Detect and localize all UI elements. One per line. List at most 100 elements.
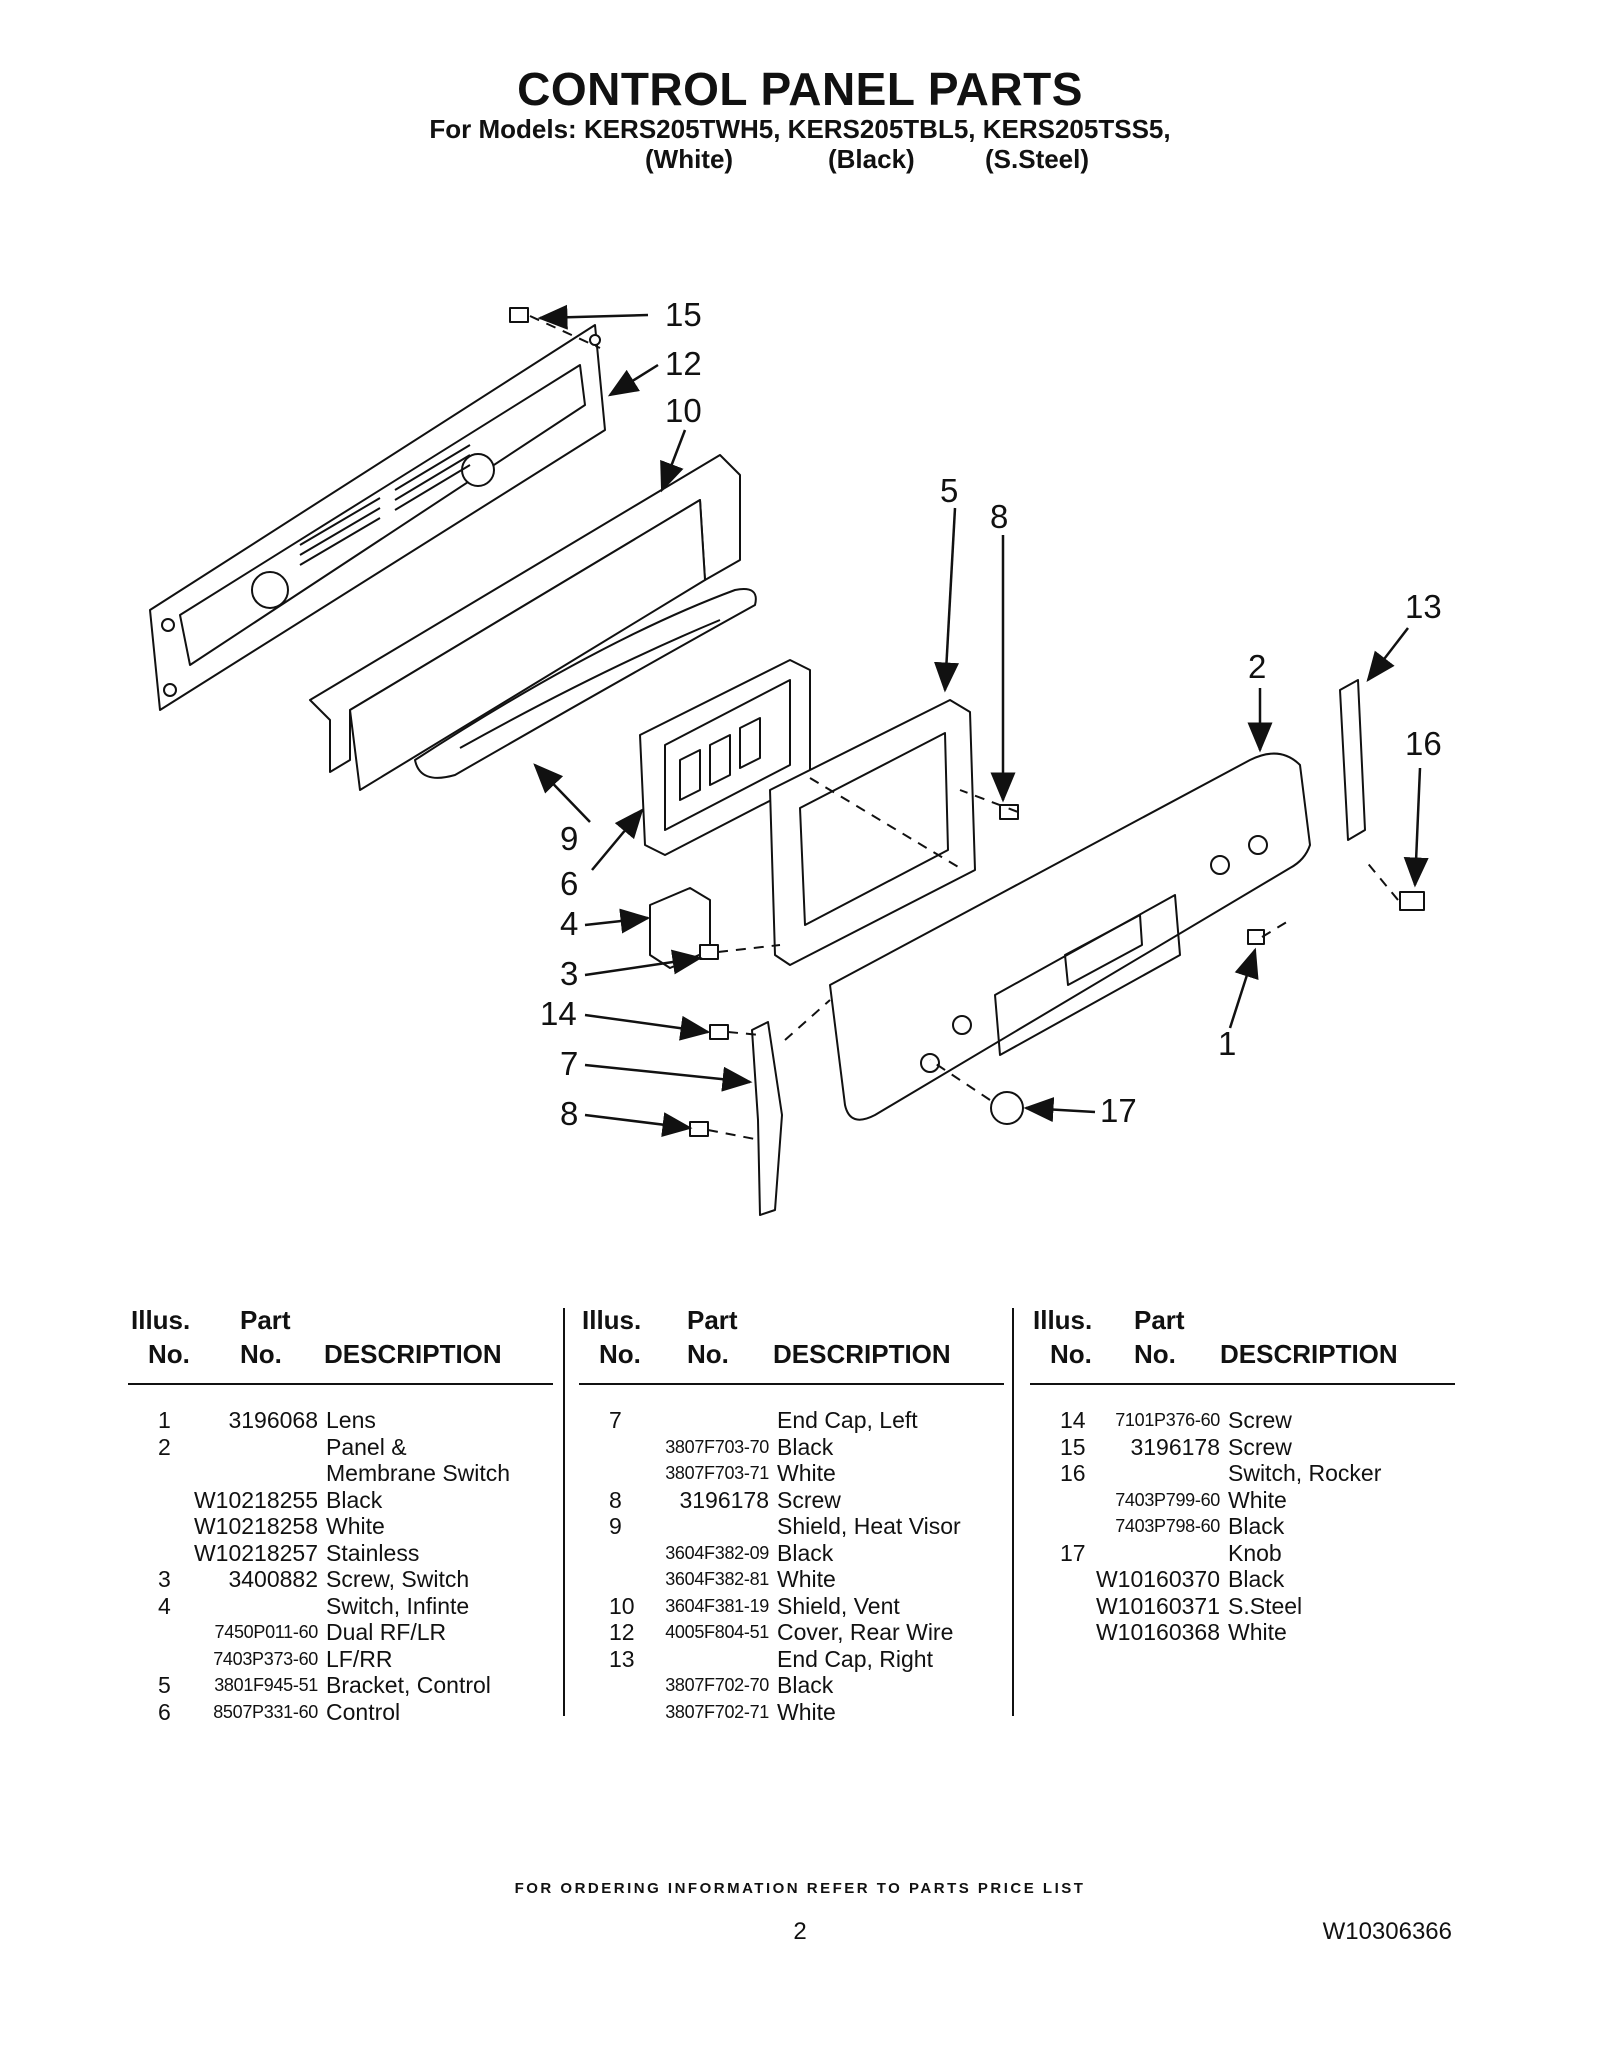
description-header: DESCRIPTION (1220, 1339, 1398, 1369)
exploded-parts-diagram: 15 12 10 5 8 13 2 16 9 6 4 3 14 7 8 1 17 (149, 296, 1442, 1216)
part-header: Part (687, 1305, 738, 1335)
control-bracket-part (769, 699, 976, 966)
part-header: Part (240, 1305, 291, 1335)
illus-header: Illus. (1033, 1305, 1093, 1335)
part-no-header: No. (687, 1339, 729, 1369)
part-number: 3400882 (228, 1566, 318, 1592)
description: Knob (1228, 1539, 1282, 1566)
part-number: 7403P798-60 (1115, 1516, 1220, 1536)
table-row: 7403P373-60 LF/RR (128, 1646, 553, 1673)
description: LF/RR (326, 1645, 393, 1672)
description: Black (777, 1672, 834, 1698)
rear-wire-cover-part (149, 324, 606, 711)
illus-no-header: No. (148, 1339, 190, 1369)
description: Screw (1228, 1407, 1292, 1433)
table-header: Illus. Part No. No. DESCRIPTION (1030, 1305, 1455, 1385)
part-number: W10218257 (193, 1539, 318, 1566)
vent-shield-part (309, 454, 741, 791)
illus-number: 13 (609, 1645, 635, 1672)
callout-10: 10 (665, 392, 702, 429)
finish-black: (Black) (828, 144, 915, 174)
table-row: 3807F702-70 Black (579, 1672, 1004, 1699)
callout-8-top: 8 (990, 498, 1008, 535)
part-number: W10160370 (1095, 1566, 1220, 1592)
part-number: 7403P373-60 (213, 1648, 318, 1669)
part-number: 7101P376-60 (1115, 1410, 1220, 1430)
table-row: W10160370 Black (1030, 1566, 1455, 1593)
part-number: 4005F804-51 (665, 1622, 769, 1642)
finish-white: (White) (645, 144, 734, 174)
table-row: 1 3196068 Lens (128, 1407, 553, 1434)
table-row: W10218258 White (128, 1513, 553, 1540)
illus-number: 3 (158, 1566, 171, 1592)
callout-5: 5 (940, 472, 958, 509)
callout-1: 1 (1218, 1025, 1236, 1062)
part-number: 3196068 (228, 1407, 318, 1433)
part-header: Part (1134, 1305, 1185, 1335)
illus-number: 8 (609, 1486, 622, 1513)
description: White (1228, 1486, 1287, 1513)
illus-number: 2 (158, 1433, 171, 1460)
left-end-cap-part (751, 1021, 783, 1216)
table-row: 17 Knob (1030, 1540, 1455, 1567)
part-number: 3807F702-71 (665, 1701, 769, 1722)
part-number: 3807F702-70 (665, 1675, 769, 1695)
description: Black (777, 1539, 834, 1566)
description-header: DESCRIPTION (773, 1339, 951, 1369)
callout-15: 15 (665, 296, 702, 333)
callout-4: 4 (560, 905, 578, 942)
illus-header: Illus. (582, 1305, 642, 1335)
illus-number: 10 (609, 1592, 635, 1619)
illus-no-header: No. (1050, 1339, 1092, 1369)
description: Black (1228, 1566, 1285, 1592)
illus-number: 15 (1060, 1433, 1086, 1460)
description: Switch, Rocker (1228, 1460, 1382, 1486)
description: Screw, Switch (326, 1566, 470, 1592)
description: Lens (326, 1407, 376, 1433)
description: Screw (777, 1486, 841, 1513)
table-row: 3807F703-71 White (579, 1460, 1004, 1487)
callout-13: 13 (1405, 588, 1442, 625)
callout-8-bottom: 8 (560, 1095, 578, 1132)
part-number: 3807F703-70 (665, 1436, 769, 1457)
description: Black (326, 1486, 383, 1513)
part-number: 3604F382-81 (665, 1569, 769, 1589)
illus-number: 17 (1060, 1539, 1086, 1566)
part-no-header: No. (1134, 1339, 1176, 1369)
page-title: CONTROL PANEL PARTS (517, 63, 1083, 115)
table-row: 3 3400882 Screw, Switch (128, 1566, 553, 1593)
description: White (326, 1513, 385, 1539)
description: White (777, 1460, 836, 1486)
part-number: W10218258 (193, 1513, 318, 1539)
part-number: 3801F945-51 (214, 1675, 318, 1695)
callout-9: 9 (560, 820, 578, 857)
callout-7: 7 (560, 1045, 578, 1082)
document-number: W10306366 (1322, 1918, 1452, 1945)
illus-number: 5 (158, 1672, 171, 1698)
column-divider (563, 1308, 565, 1716)
illus-no-header: No. (599, 1339, 641, 1369)
description: Control (326, 1698, 401, 1725)
illus-number: 1 (158, 1407, 171, 1433)
description: White (777, 1566, 836, 1592)
part-number: 3807F703-71 (665, 1463, 769, 1483)
illus-header: Illus. (131, 1305, 191, 1335)
callout-3: 3 (560, 955, 578, 992)
knob-part (990, 1091, 1024, 1125)
heat-visor-part (414, 588, 757, 779)
description: Switch, Infinte (326, 1592, 470, 1619)
part-number: 3196178 (679, 1486, 769, 1513)
